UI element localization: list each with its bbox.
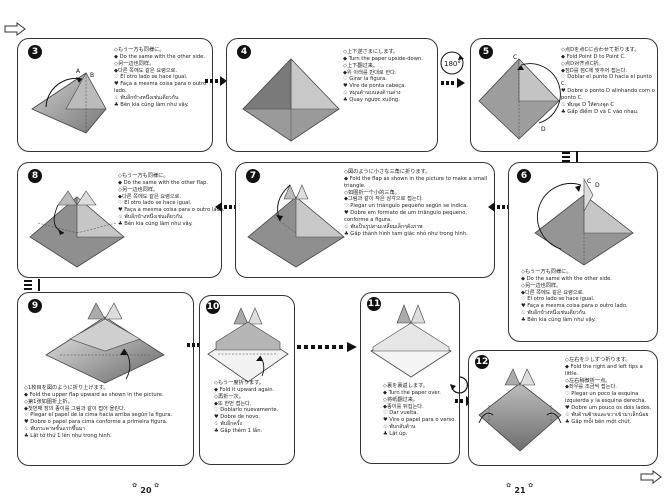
step-number: 9 [28,299,42,313]
step-11-diagram [370,304,452,378]
step-12-panel: 12 ◇左右を少しずつ折ります。◆ Fold the right and lef… [468,350,658,466]
step-10-panel: 10 ◇もう一度折ります。◆ Fold it upward again.◇再折一… [199,295,295,465]
step-number: 7 [246,169,260,183]
step-5-panel: 5 C D ◇点Dを点Cに合わせて折ります。◆ Fold Point D to … [470,38,658,152]
step-3-panel: 3 A B ◇もう一方も同様に。◆ Do the same with the o… [17,38,213,152]
step-number: 5 [479,45,493,59]
label-c: C [513,54,517,61]
label-d: D [541,126,546,133]
step-number: 3 [28,45,42,59]
step-12-diagram [478,368,562,452]
line-break-icon [562,151,578,163]
label-a: A [76,68,81,75]
step-9-panel: 9 ◇1枚目を図のように折り上げます。◆ Fold the upper flap… [17,292,194,466]
step-7-text: ◇図のように小さな三角に折ります。◆ Fold the flap as show… [344,169,488,237]
label-c: C [587,178,591,185]
page-number-right: 21 [514,486,526,495]
step-3-diagram: A B [31,68,107,134]
step-5-text: ◇点Dを点Cに合わせて折ります。◆ Fold Point D to Point … [561,47,655,115]
rotate-180-icon: 180° [440,51,464,75]
step-9-text: ◇1枚目を図のように折り上げます。◆ Fold the upper flap u… [24,385,173,440]
step-8-panel: 8 ◇もう一方も同様に。◆ Do the same with the other… [17,162,225,278]
rotate-label: 180° [444,60,461,68]
step-11-panel: 11 ◇裏を裏返します。◆ Turn the paper over.◇将纸翻过来… [360,292,460,464]
page-ornament-left-right: ✿ [154,482,160,489]
page-ornament-right: ✿ [506,482,512,489]
step-4-text: ◇上下逆さまにします。◆ Turn the paper upside-down.… [343,49,423,104]
step-4-panel: 4 ◇上下逆さまにします。◆ Turn the paper upside-dow… [226,38,438,152]
step-4-diagram [242,58,340,142]
arrow-10-to-11-icon [297,342,357,352]
step-8-text: ◇もう一方も同様に。◆ Do the same with the other f… [118,173,225,228]
page-ornament-right-right: ✿ [528,482,534,489]
label-d: D [595,182,600,189]
step-8-diagram [29,190,125,268]
page-ornament-left: ✿ [132,482,138,489]
step-number: 6 [517,169,531,183]
page-number-left: 20 [140,486,152,495]
arrow-4-to-5-icon [441,78,465,88]
label-b: B [90,72,94,79]
step-7-diagram [247,184,345,268]
step-number: 12 [475,355,489,369]
arrow-3-to-4-icon [205,76,227,86]
next-page-arrow-icon [640,470,662,484]
step-9-diagram [45,302,165,384]
step-3-text: ◇もう一方も同様に。◆ Do the same with the other s… [114,47,207,108]
step-6-text: ◇もう一方も同様に。◆ Do the same with the other s… [521,269,628,324]
step-10-diagram [207,307,289,383]
step-10-text: ◇もう一度折ります。◆ Fold it upward again.◇再折一次。◆… [214,380,279,435]
step-number: 11 [367,297,381,311]
step-7-panel: 7 ◇図のように小さな三角に折ります。◆ Fold the flap as sh… [235,162,495,278]
start-arrow-icon [4,22,26,36]
step-6-panel: 6 C D ◇もう一方も同様に。◆ Do the same with the o… [508,162,658,342]
step-number: 10 [206,300,220,314]
step-number: 4 [237,45,251,59]
step-number: 8 [28,169,42,183]
turn-over-icon [450,376,468,394]
step-6-diagram: C D [534,177,634,266]
step-12-text: ◇左右を少しずつ折ります。◆ Fold the right and left t… [565,357,652,425]
line-break-icon [24,279,40,291]
step-5-diagram: C D [478,54,561,140]
step-11-text: ◇裏を裏返します。◆ Turn the paper over.◇将纸翻过来。◆종… [383,383,456,438]
